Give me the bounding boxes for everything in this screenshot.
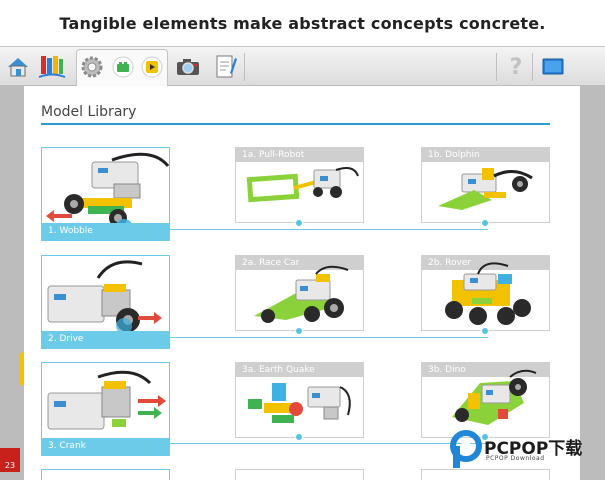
model-library-panel: Model Library 1. Wobble 1a. Pull-Robo <box>24 86 580 480</box>
model-card-label: 3. Crank <box>42 438 169 455</box>
library-title: Model Library <box>41 104 137 120</box>
connector-node <box>295 327 303 335</box>
model-card-dolphin[interactable]: 1b. Dolphin <box>421 147 550 223</box>
watermark-brand: PCPOP下载 <box>484 439 583 459</box>
model-card-label: 1a. Pull-Robot <box>236 148 363 162</box>
model-card-pull-robot[interactable]: 1a. Pull-Robot <box>235 147 364 223</box>
watermark-sub: PCPOP Download <box>486 455 545 462</box>
camera-icon[interactable] <box>173 51 203 83</box>
model-card-label: 1b. Dolphin <box>422 148 549 162</box>
race-car-model-image <box>254 265 349 323</box>
model-card-race-car[interactable]: 2a. Race Car <box>235 255 364 331</box>
brick-counter[interactable]: 23 <box>0 448 20 472</box>
model-card-next[interactable] <box>41 469 170 480</box>
toolbar: ? <box>0 46 605 87</box>
projects-icon[interactable] <box>36 51 68 83</box>
model-card-rover[interactable]: 2b. Rover <box>421 255 550 331</box>
notebook-icon[interactable] <box>210 51 240 83</box>
model-card-earth-quake[interactable]: 3a. Earth Quake <box>235 362 364 438</box>
model-card-label: 2. Drive <box>42 331 169 348</box>
connector-node <box>295 433 303 441</box>
help-icon[interactable]: ? <box>509 54 523 80</box>
model-card-next[interactable] <box>235 469 364 480</box>
crank-model-image <box>47 370 166 430</box>
row-connector <box>170 443 488 444</box>
model-card-wobble[interactable]: 1. Wobble <box>41 147 170 241</box>
model-card-label: 3a. Earth Quake <box>236 363 363 377</box>
program-start-block[interactable] <box>20 352 26 386</box>
model-card-label: 2b. Rover <box>422 256 549 270</box>
display-icon[interactable] <box>539 51 567 83</box>
model-card-dino[interactable]: 3b. Dino <box>421 362 550 438</box>
dino-model-image <box>452 369 537 425</box>
model-card-crank[interactable]: 3. Crank <box>41 362 170 456</box>
right-panel <box>580 86 605 480</box>
connector-node <box>481 327 489 335</box>
watermark-p-icon <box>450 430 482 468</box>
dolphin-model-image <box>438 168 533 210</box>
lego-brick-icon[interactable] <box>110 51 136 83</box>
rover-model-image <box>445 262 531 325</box>
connector-node <box>481 219 489 227</box>
title-divider <box>41 123 550 125</box>
connector-node <box>295 219 303 227</box>
watermark-logo: PCPOP下载 PCPOP Download <box>450 428 600 476</box>
gear-icon[interactable] <box>78 51 106 83</box>
model-card-drive[interactable]: 2. Drive <box>41 255 170 349</box>
left-panel <box>0 86 24 480</box>
model-card-label: 1. Wobble <box>42 223 169 240</box>
drive-model-image <box>47 260 162 344</box>
earth-quake-model-image <box>248 383 351 423</box>
row-connector <box>170 337 488 338</box>
model-card-next[interactable] <box>421 469 550 480</box>
page-headline: Tangible elements make abstract concepts… <box>59 13 546 33</box>
pull-robot-model-image <box>246 167 359 203</box>
play-icon[interactable] <box>139 51 165 83</box>
connector-node <box>481 433 489 441</box>
home-icon[interactable] <box>4 51 32 83</box>
row-connector <box>170 229 488 230</box>
